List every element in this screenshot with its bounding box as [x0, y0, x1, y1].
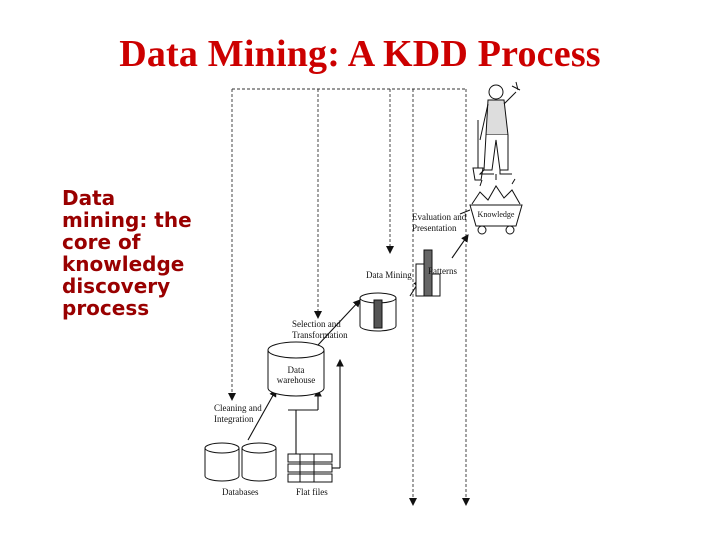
- miner-figure-icon: [472, 81, 521, 181]
- data-mining-label: Data Mining: [366, 270, 412, 280]
- cleaning-integration-label: Cleaning and: [214, 403, 262, 413]
- data-warehouse-label: warehouse: [277, 375, 315, 385]
- flat-files-label: Flat files: [296, 487, 328, 497]
- data-mining-cube-icon: [359, 292, 397, 332]
- patterns-label: Patterns: [428, 266, 457, 276]
- databases-label: Databases: [222, 487, 259, 497]
- side-caption-line: Data: [62, 186, 116, 210]
- data-warehouse-icon: [267, 341, 325, 397]
- databases-icon: [204, 442, 277, 482]
- side-caption-line: core of: [62, 230, 141, 254]
- side-caption-line: mining: the: [62, 208, 192, 232]
- data-warehouse-label: Data: [288, 365, 305, 375]
- selection-transformation-label: Selection and: [292, 319, 341, 329]
- cleaning-integration-label: Integration: [214, 414, 254, 424]
- side-caption-line: discovery: [62, 274, 171, 298]
- side-caption-line: knowledge: [62, 252, 185, 276]
- side-caption-line: process: [62, 296, 150, 320]
- evaluation-presentation-label: Presentation: [412, 223, 457, 233]
- flat-files-icon: [287, 453, 333, 483]
- evaluation-presentation-label: Evaluation and: [412, 212, 467, 222]
- patterns-chart-icon: [415, 249, 441, 297]
- selection-transformation-label: Transformation: [292, 330, 348, 340]
- feedback-arrowheads: [228, 246, 470, 506]
- side-caption: Data mining: the core of knowledge disco…: [62, 187, 232, 319]
- knowledge-cart-icon: [459, 174, 523, 235]
- knowledge-label: Knowledge: [478, 210, 515, 219]
- slide-title: Data Mining: A KDD Process: [119, 33, 601, 75]
- feedback-loop-lines: [231, 88, 467, 500]
